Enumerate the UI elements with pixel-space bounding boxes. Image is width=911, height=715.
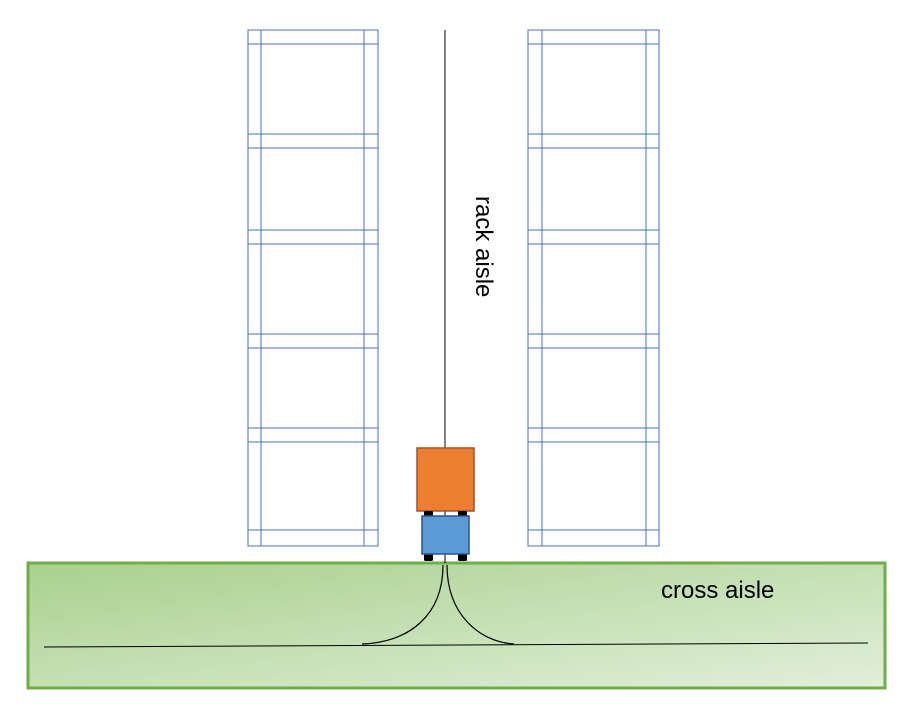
turn-curve-right bbox=[446, 564, 515, 645]
cross-aisle-path-line bbox=[43, 642, 869, 648]
forklift bbox=[416, 447, 475, 561]
right-rack-frame bbox=[527, 29, 660, 547]
turn-curve-left bbox=[361, 564, 444, 645]
cross-aisle-label: cross aisle bbox=[661, 577, 774, 604]
forklift-load-box bbox=[416, 447, 475, 512]
rack-aisle-label: rack aisle bbox=[470, 196, 497, 297]
cross-aisle-area bbox=[26, 561, 887, 690]
right-rack bbox=[527, 29, 660, 547]
left-rack-frame bbox=[247, 29, 379, 547]
forklift-body bbox=[421, 515, 470, 555]
left-rack bbox=[247, 29, 379, 547]
